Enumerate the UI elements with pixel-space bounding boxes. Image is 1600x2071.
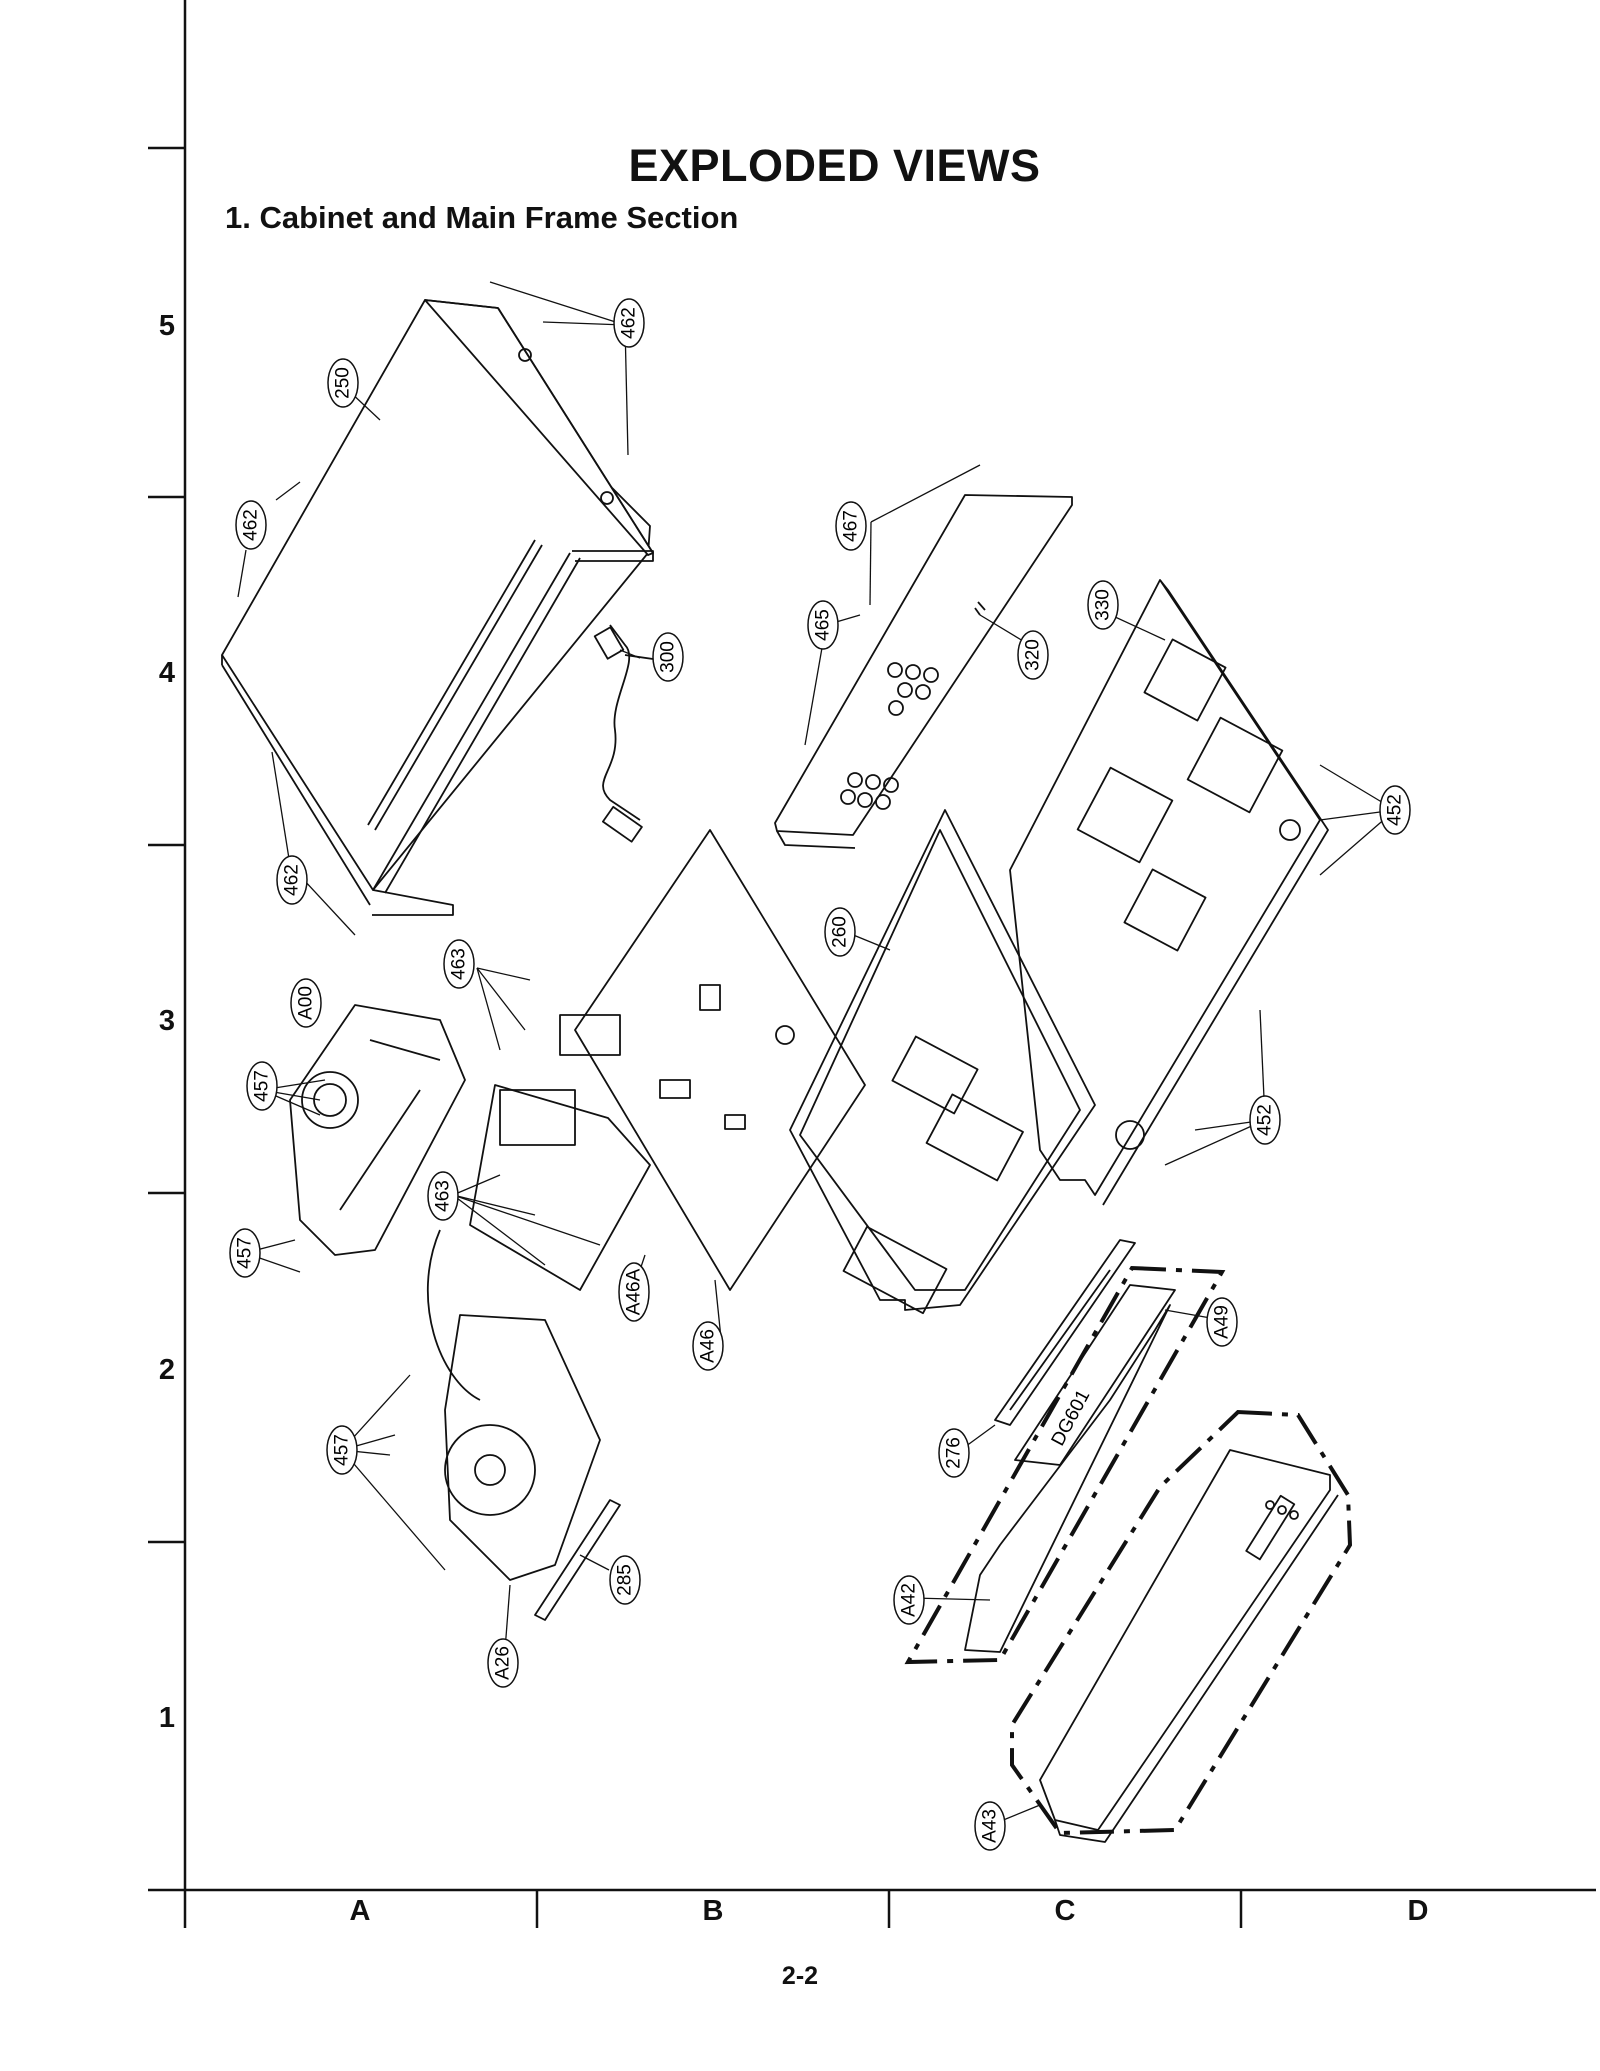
callout-label: A49 [1212, 1305, 1233, 1339]
callout-label: 260 [830, 916, 851, 948]
col-label-d: D [1407, 1895, 1429, 1927]
door-bracket [994, 1239, 1136, 1426]
callout-457: 457 [326, 1425, 358, 1475]
main-frame [789, 809, 1096, 1315]
callout-label: A46A [624, 1268, 645, 1315]
callout-label: 300 [658, 641, 679, 673]
row-label-4: 4 [158, 657, 176, 689]
callout-462: 462 [276, 855, 308, 905]
col-label-a: A [349, 1895, 371, 1927]
callout-452: 452 [1249, 1095, 1281, 1145]
callout-label: 462 [282, 864, 303, 896]
col-label-c: C [1054, 1895, 1076, 1927]
callout-label: DG601 [1048, 1386, 1095, 1449]
page-title: EXPLODED VIEWS [628, 140, 1041, 191]
callout-260: 260 [824, 907, 856, 957]
section-title: 1. Cabinet and Main Frame Section [225, 200, 739, 235]
rear-panel [774, 494, 1073, 849]
front-bezel [1039, 1449, 1339, 1843]
callout-label: 462 [619, 307, 640, 339]
label-DG601: DG601 [1048, 1386, 1095, 1449]
callout-label: 463 [449, 948, 470, 980]
callout-467: 467 [835, 501, 867, 551]
callout-462: 462 [613, 298, 645, 348]
callout-label: 330 [1093, 589, 1114, 621]
callout-label: 463 [433, 1180, 454, 1212]
callout-label: 462 [241, 509, 262, 541]
callout-A46A: A46A [618, 1262, 650, 1322]
loader-mechanism [289, 1004, 466, 1256]
callout-label: 467 [841, 510, 862, 542]
disc-tray [426, 1229, 601, 1581]
row-label-1: 1 [158, 1702, 176, 1734]
callout-label: 452 [1255, 1104, 1276, 1136]
callout-A43: A43 [974, 1801, 1006, 1851]
row-label-5: 5 [158, 310, 176, 342]
callout-label: A00 [296, 986, 317, 1020]
col-label-b: B [702, 1895, 724, 1927]
callout-A26: A26 [487, 1638, 519, 1688]
callout-A49: A49 [1206, 1297, 1238, 1347]
grid-frame [148, 0, 1596, 1928]
callout-label: 457 [252, 1070, 273, 1102]
callout-285: 285 [609, 1555, 641, 1605]
top-cover [221, 299, 654, 916]
power-cord [593, 624, 661, 843]
callout-label: 457 [332, 1434, 353, 1466]
callout-A42: A42 [893, 1575, 925, 1625]
callout-label: 457 [235, 1237, 256, 1269]
callout-250: 250 [327, 358, 359, 408]
main-board [574, 829, 866, 1291]
callout-320: 320 [1017, 630, 1049, 680]
screws-462 [237, 281, 629, 936]
callout-label: A46 [698, 1329, 719, 1363]
callout-A00: A00 [290, 978, 322, 1028]
callout-330: 330 [1087, 580, 1119, 630]
callout-label: 276 [944, 1437, 965, 1469]
front-strip [534, 1499, 621, 1621]
callout-label: 465 [813, 609, 834, 641]
callout-463: 463 [427, 1171, 459, 1221]
callout-label: 320 [1023, 639, 1044, 671]
callout-452: 452 [1379, 785, 1411, 835]
callout-300: 300 [652, 632, 684, 682]
sub-board [469, 1014, 651, 1291]
callout-457: 457 [246, 1061, 278, 1111]
page-number: 2-2 [781, 1962, 819, 1990]
callout-457: 457 [229, 1228, 261, 1278]
display-panel [964, 1284, 1176, 1653]
callout-276: 276 [938, 1428, 970, 1478]
callout-label: A42 [899, 1583, 920, 1617]
callout-463: 463 [443, 939, 475, 989]
callout-A46: A46 [692, 1321, 724, 1371]
callout-462: 462 [235, 500, 267, 550]
callout-label: 250 [333, 367, 354, 399]
row-label-2: 2 [158, 1354, 176, 1386]
assembly-boundaries [904, 1265, 1353, 1836]
callout-label: A43 [980, 1809, 1001, 1843]
callout-label: A26 [493, 1646, 514, 1680]
callout-label: 285 [615, 1564, 636, 1596]
callout-465: 465 [807, 600, 839, 650]
bottom-chassis [1009, 579, 1329, 1206]
row-label-3: 3 [158, 1005, 176, 1037]
callout-label: 452 [1385, 794, 1406, 826]
